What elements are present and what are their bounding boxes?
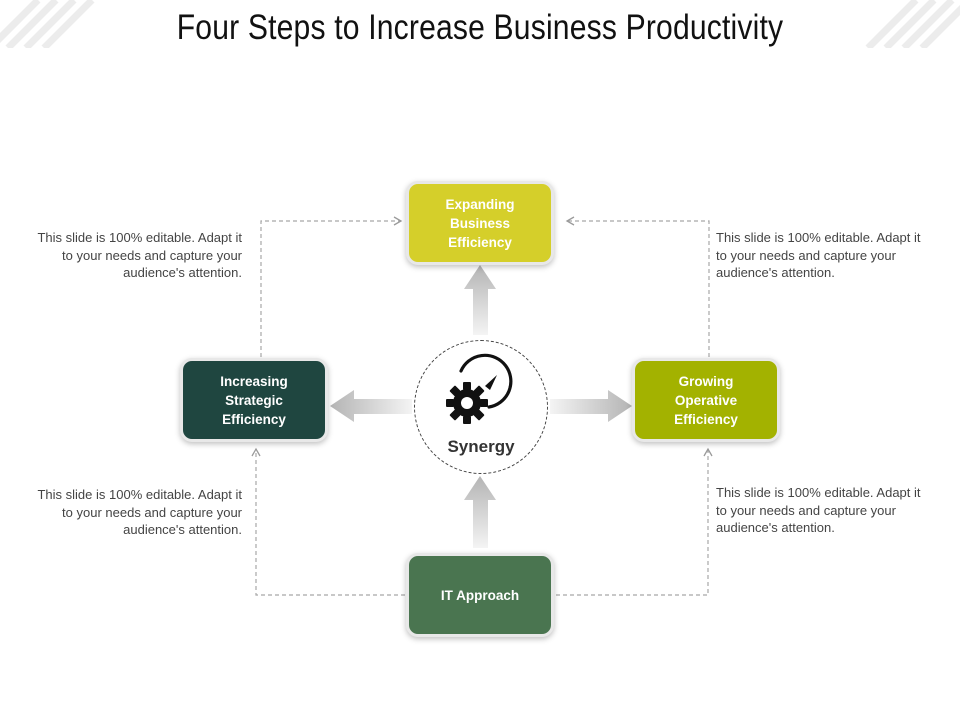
step-box-increasing-strategic-efficiency: Increasing Strategic Efficiency xyxy=(180,358,328,442)
page-title: Four Steps to Increase Business Producti… xyxy=(176,8,784,47)
step-box-it-approach: IT Approach xyxy=(406,553,554,637)
corner-stripes-decoration-left xyxy=(0,0,95,48)
note-bottom-left: This slide is 100% editable. Adapt it to… xyxy=(37,487,242,537)
arrow-left xyxy=(330,390,412,422)
dashed-connector-bottom-to-right xyxy=(556,447,713,596)
arrow-up-from-bottom xyxy=(464,476,496,548)
step-box-growing-operative-efficiency: Growing Operative Efficiency xyxy=(632,358,780,442)
step-box-expanding-business-efficiency: Expanding Business Efficiency xyxy=(406,181,554,265)
gear-gauge-icon xyxy=(446,353,513,424)
note-bottom-right: This slide is 100% editable. Adapt it to… xyxy=(716,485,921,535)
arrow-right xyxy=(550,390,632,422)
dashed-connector-left-to-top xyxy=(260,216,403,357)
corner-stripes-decoration-right xyxy=(865,0,960,48)
arrow-up-to-top xyxy=(464,265,496,335)
note-top-left: This slide is 100% editable. Adapt it to… xyxy=(37,230,242,280)
note-top-right: This slide is 100% editable. Adapt it to… xyxy=(716,230,921,280)
center-label: Synergy xyxy=(447,437,515,456)
dashed-connector-right-to-top xyxy=(565,216,710,357)
dashed-connector-bottom-to-left xyxy=(251,447,405,596)
center-hub: Synergy xyxy=(414,340,548,474)
